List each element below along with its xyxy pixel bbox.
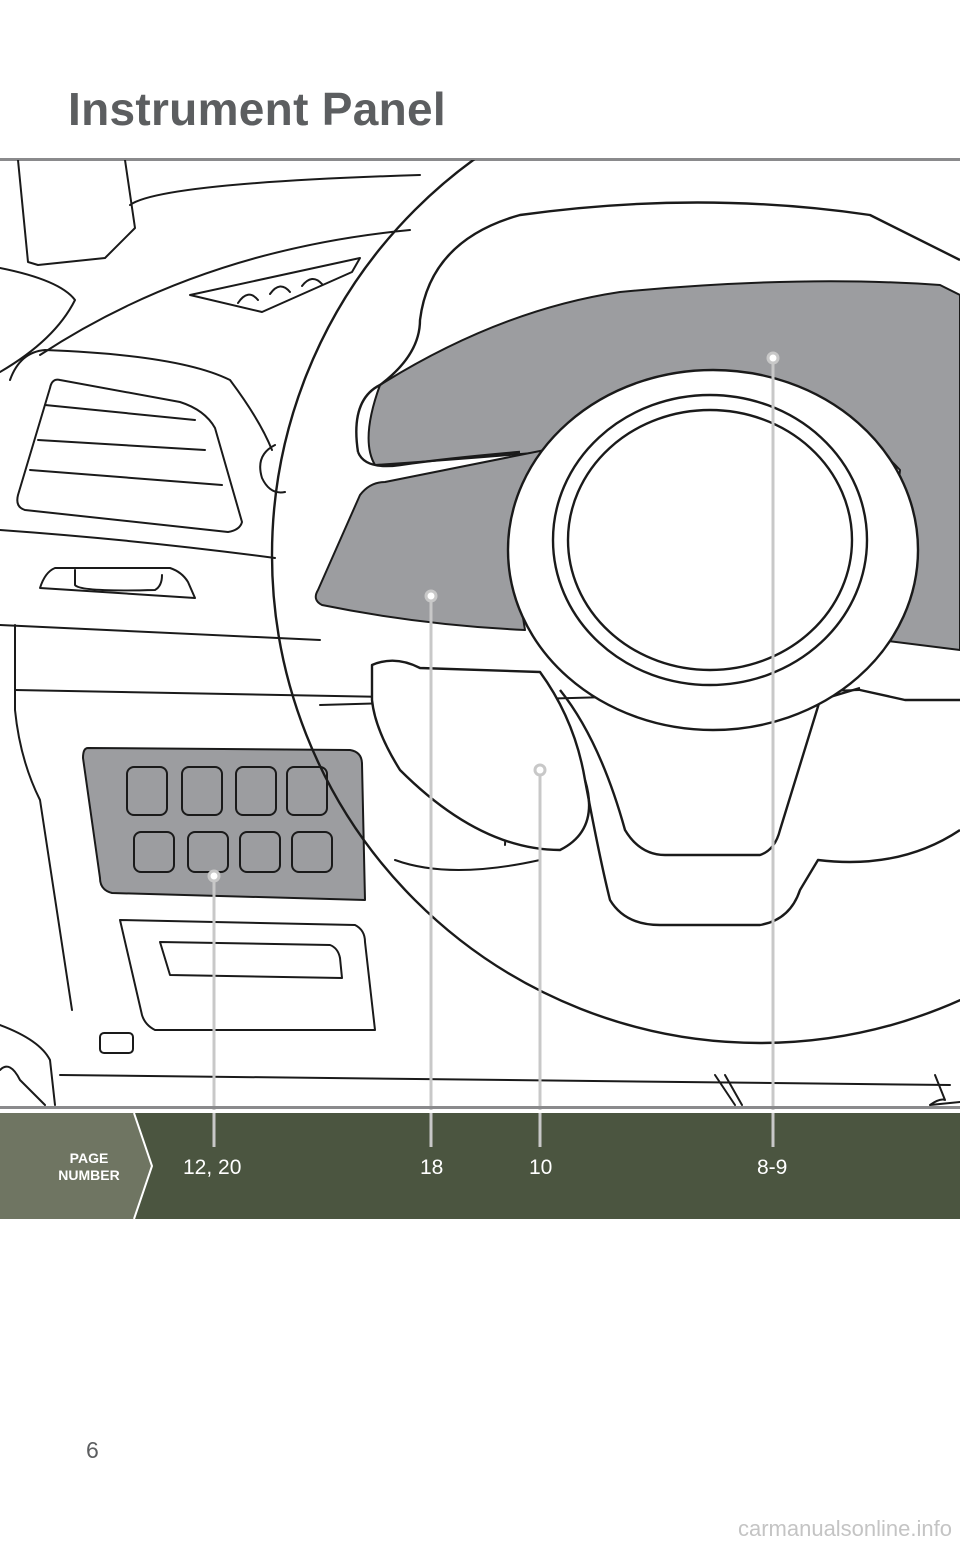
airbag-ring	[551, 393, 869, 687]
page-number-band	[0, 1113, 960, 1219]
vent-knob	[259, 444, 286, 494]
page-ref-instrument-cluster: 8-9	[757, 1156, 788, 1179]
airbag-cover	[566, 408, 854, 672]
callout-dot-switch-panel	[207, 869, 221, 883]
dash-upper-curve	[39, 229, 411, 356]
steering-wheel-controls-area	[314, 447, 556, 631]
lower-panel	[119, 919, 376, 1031]
top-rule	[0, 158, 960, 161]
vent-surround	[9, 349, 273, 451]
a-pillar	[17, 160, 136, 266]
callout-dot-column-switch	[533, 763, 547, 777]
steering-hub	[506, 368, 920, 732]
callout-dot-steering-controls	[424, 589, 438, 603]
instrument-panel-diagram	[0, 160, 960, 1110]
page-number: 6	[86, 1437, 99, 1463]
page-ref-steering-controls: 18	[420, 1156, 444, 1179]
left-air-vent	[16, 378, 243, 533]
side-panel	[0, 267, 76, 373]
lower-dash-edge	[14, 624, 73, 1011]
switch-panel-area	[82, 747, 366, 901]
callout-dot-instrument-cluster	[766, 351, 780, 365]
page-ref-column-switch: 10	[529, 1156, 553, 1179]
page-label-line1: PAGE	[69, 1150, 109, 1166]
lower-vent	[39, 567, 196, 599]
page-title: Instrument Panel	[68, 83, 446, 135]
watermark: carmanualsonline.info	[737, 1516, 952, 1541]
band-top-rule	[0, 1106, 960, 1109]
lower-slot	[159, 941, 343, 979]
dash-top-line	[129, 174, 421, 206]
spoke-left-lower	[370, 659, 591, 852]
steering-wheel-rim-inner	[355, 201, 960, 453]
defroster-vent	[189, 257, 361, 313]
steering-wheel-rim-outer	[270, 160, 960, 1045]
page-ref-switch-panel: 12, 20	[183, 1156, 242, 1179]
small-port	[99, 1032, 134, 1054]
page-number-label: PAGE NUMBER	[24, 1150, 154, 1184]
page-label-line2: NUMBER	[58, 1167, 120, 1183]
